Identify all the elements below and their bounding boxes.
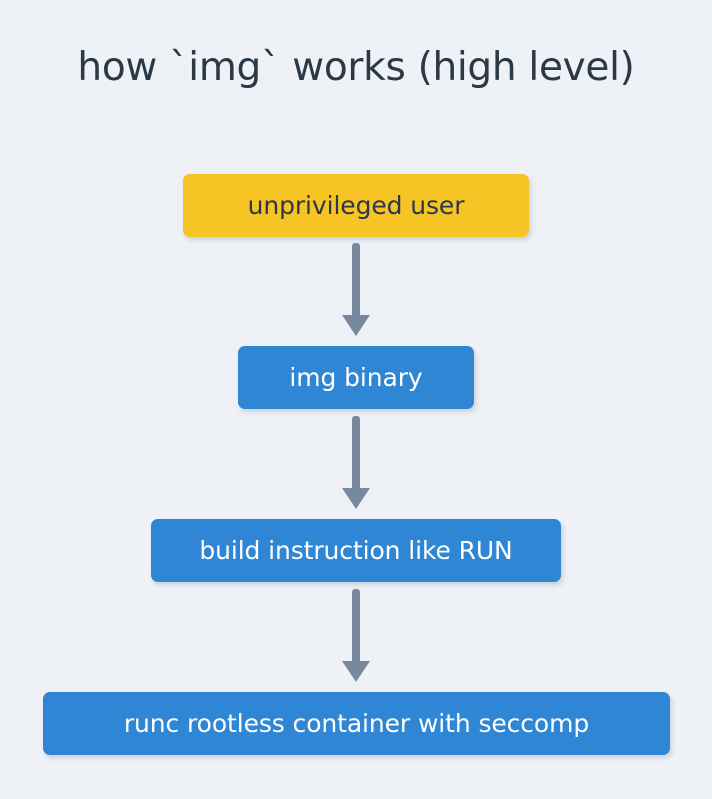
flow-arrow-build-instruction-to-runc-container xyxy=(330,589,382,685)
flow-node-build-instruction[interactable]: build instruction like RUN xyxy=(151,519,561,582)
flow-node-label: runc rootless container with seccomp xyxy=(123,709,590,738)
flow-node-label: img binary xyxy=(289,363,423,392)
flow-node-runc-container[interactable]: runc rootless container with seccomp xyxy=(43,692,670,755)
flow-arrow-img-binary-to-build-instruction xyxy=(330,416,382,512)
flow-node-label: build instruction like RUN xyxy=(199,536,513,565)
flow-node-label: unprivileged user xyxy=(247,191,465,220)
page-title: how `img` works (high level) xyxy=(77,45,635,90)
flow-node-img-binary[interactable]: img binary xyxy=(238,346,474,409)
flow-node-unprivileged-user[interactable]: unprivileged user xyxy=(183,174,529,237)
flow-arrow-unprivileged-user-to-img-binary xyxy=(330,243,382,339)
